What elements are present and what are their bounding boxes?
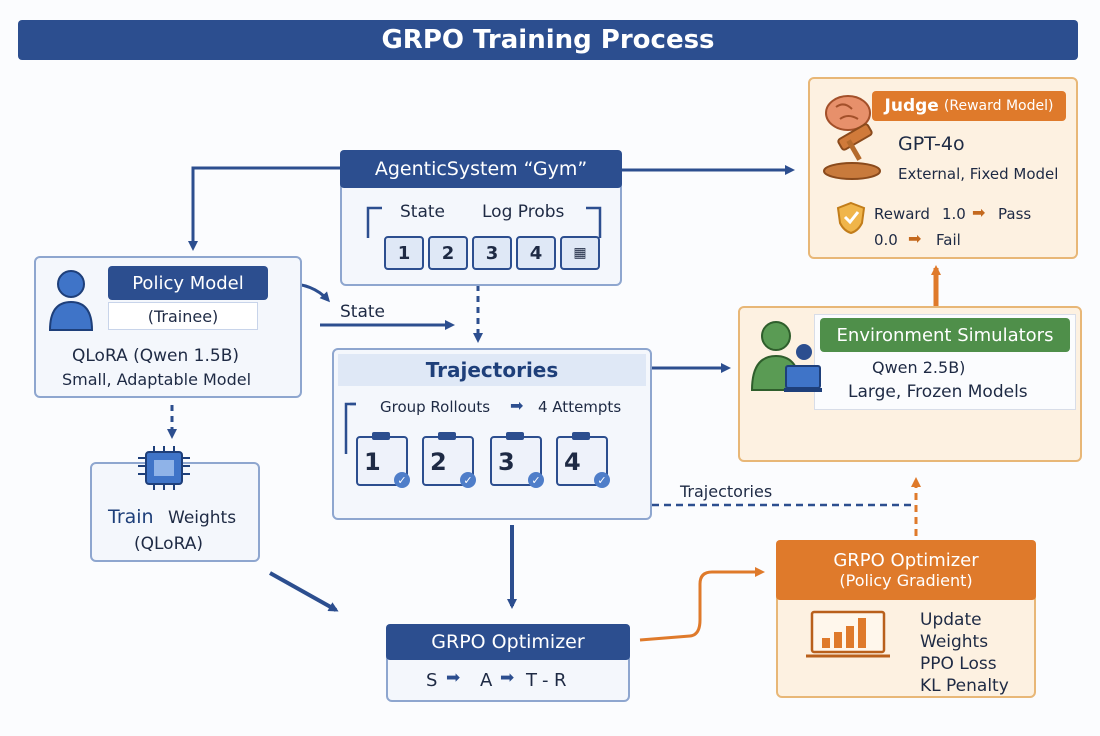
optimizer-small-panel: GRPO Optimizer S ➡ A ➡ T - R [386, 624, 630, 702]
policy-header-text: Policy Model [132, 272, 244, 294]
judge-desc: External, Fixed Model [898, 165, 1059, 183]
gym-to-policy-arrow [188, 166, 340, 251]
shield-check-icon [836, 201, 866, 235]
optimizer-item-update: Update [920, 610, 982, 630]
judge-model: GPT-4o [898, 133, 965, 155]
pass-arrow-icon: ➡ [972, 203, 986, 222]
gym-step-3: 3 [472, 236, 512, 270]
check-icon: ✓ [394, 472, 410, 488]
judge-header-main: Judge [884, 96, 939, 116]
optimizer-big-subheader: (Policy Gradient) [839, 571, 973, 590]
trajectories-arrow-label: Trajectories [680, 482, 773, 501]
optimizer-item-ppo: PPO Loss [920, 654, 997, 674]
environment-header: Environment Simulators [820, 318, 1070, 352]
gym-header: AgenticSystem “Gym” [340, 150, 622, 188]
seq-s: S [426, 670, 438, 691]
environment-header-text: Environment Simulators [836, 324, 1054, 346]
train-panel: Train Weights (QLoRA) [90, 446, 260, 562]
attempts-label: 4 Attempts [538, 398, 622, 416]
train-label-weights: Weights [168, 508, 237, 528]
gym-panel: AgenticSystem “Gym” State Log Probs 1 2 … [340, 150, 622, 286]
check-icon: ✓ [594, 472, 610, 488]
optimizer-big-header: GRPO Optimizer (Policy Gradient) [776, 540, 1036, 600]
grid-icon: ▦ [560, 236, 600, 270]
seq-r: R [554, 670, 567, 691]
state-arrow-label: State [340, 302, 385, 322]
page-title-text: GRPO Training Process [381, 25, 715, 55]
clipboard-4: 4✓ [556, 432, 610, 488]
train-label-sub: (QLoRA) [134, 534, 203, 554]
reward-pass-value: 1.0 [942, 205, 966, 223]
policy-subtitle: (Trainee) [147, 306, 219, 326]
gym-header-text: AgenticSystem “Gym” [374, 158, 588, 180]
train-label-main: Train [108, 506, 154, 528]
policy-desc: Small, Adaptable Model [62, 370, 252, 389]
optimizer-big-header-text: GRPO Optimizer [833, 550, 979, 571]
seq-a: A [480, 670, 493, 691]
bar-chart-icon [806, 610, 890, 658]
policy-model: QLoRA (Qwen 1.5B) [72, 346, 239, 366]
check-icon: ✓ [460, 472, 476, 488]
train-to-optimizer-arrow [269, 571, 339, 612]
gym-step-2: 2 [428, 236, 468, 270]
optimizer-big-panel: GRPO Optimizer (Policy Gradient) Update … [776, 540, 1036, 698]
seq-arrow-icon: ➡ [446, 668, 461, 688]
check-icon: ✓ [528, 472, 544, 488]
seq-arrow-icon: ➡ [500, 668, 515, 688]
clipboard-2: 2✓ [422, 432, 476, 488]
gym-step-1: 1 [384, 236, 424, 270]
rollouts-bracket [344, 402, 356, 454]
rollouts-arrow-icon: ➡ [510, 396, 524, 415]
clipboard-1: 1✓ [356, 432, 410, 488]
seq-dash: - [542, 670, 549, 691]
environment-model: Qwen 2.5B) [872, 358, 966, 377]
trajectories-panel: Trajectories Group Rollouts ➡ 4 Attempts… [332, 348, 652, 520]
optimizer-item-weights: Weights [920, 632, 989, 652]
optimizer-small-header: GRPO Optimizer [386, 624, 630, 660]
clipboard-3: 3✓ [490, 432, 544, 488]
environment-desc: Large, Frozen Models [848, 382, 1028, 402]
policy-header: Policy Model [108, 266, 268, 300]
policy-subtitle-box: (Trainee) [108, 302, 258, 330]
rollouts-label: Group Rollouts [380, 398, 491, 416]
gym-logprobs-label: Log Probs [482, 202, 565, 222]
seq-t: T [526, 670, 537, 691]
fail-arrow-icon: ➡ [908, 229, 922, 248]
user-icon [48, 270, 94, 331]
person-laptop-icon [750, 321, 822, 392]
trajectories-header-text: Trajectories [425, 358, 559, 382]
policy-panel: Policy Model (Trainee) QLoRA (Qwen 1.5B)… [34, 256, 302, 398]
trajectories-header: Trajectories [338, 354, 646, 386]
judge-header-sub: (Reward Model) [943, 98, 1054, 114]
judge-panel: Judge (Reward Model) GPT-4o External, Fi… [808, 77, 1078, 259]
optimizer-to-policy-gradient-arrow [639, 567, 765, 642]
chip-icon [138, 446, 190, 490]
optimizer-item-kl: KL Penalty [920, 676, 1009, 696]
reward-fail-value: 0.0 [874, 231, 898, 249]
gavel-brain-icon [823, 95, 881, 180]
gym-bracket [366, 206, 602, 238]
environment-panel: Environment Simulators Qwen 2.5B) Large,… [738, 306, 1082, 462]
judge-header: Judge (Reward Model) [872, 91, 1066, 121]
fail-label: Fail [936, 231, 961, 249]
reward-label: Reward [874, 205, 930, 223]
pass-label: Pass [998, 205, 1032, 223]
gym-state-label: State [400, 202, 445, 222]
page-title: GRPO Training Process [18, 20, 1078, 60]
optimizer-small-header-text: GRPO Optimizer [431, 631, 585, 653]
gym-step-4: 4 [516, 236, 556, 270]
